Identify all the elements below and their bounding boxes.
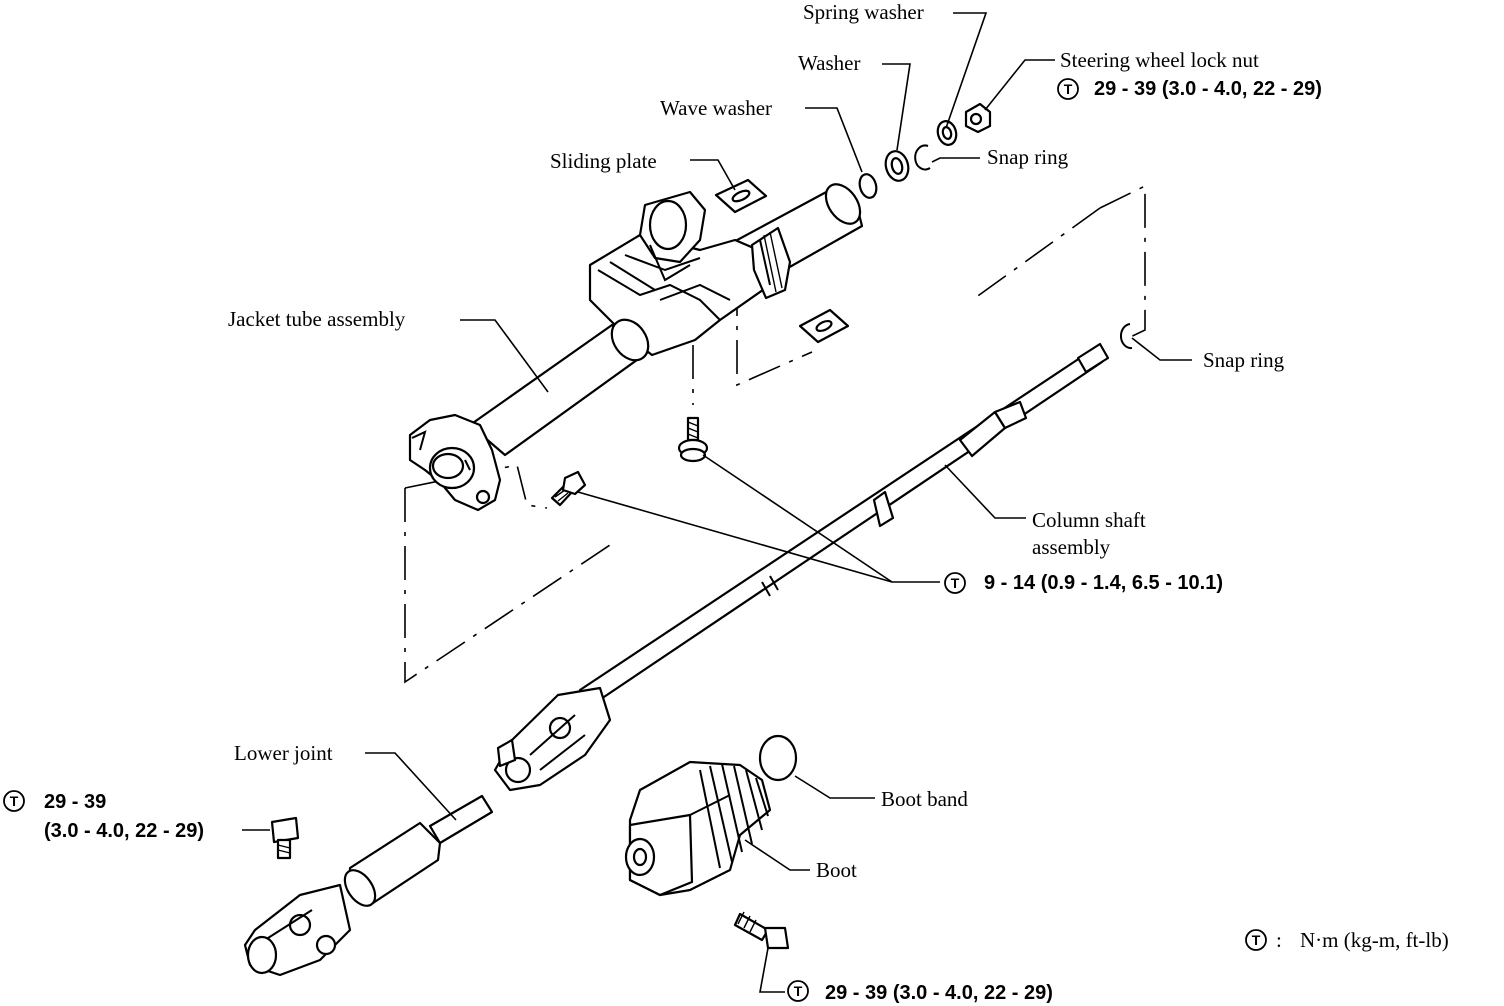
- torque-jacket-bolts: 9 - 14 (0.9 - 1.4, 6.5 - 10.1): [984, 572, 1223, 594]
- wave-washer-part: [858, 173, 878, 199]
- torque-symbol-lock-nut: T: [1057, 78, 1079, 100]
- boot-band-part: [758, 734, 798, 782]
- torque-symbol-jacket-bolts: T: [944, 572, 966, 594]
- svg-text:T: T: [1252, 932, 1261, 948]
- torque-lock-nut: 29 - 39 (3.0 - 4.0, 22 - 29): [1094, 78, 1322, 100]
- jacket-bolt-upper: [677, 416, 709, 463]
- legend-torque-symbol: T: [1245, 929, 1267, 951]
- snap-ring-right-part: [1120, 323, 1133, 350]
- torque-lower-joint-line1: 29 - 39: [44, 791, 106, 813]
- torque-symbol-bottom-bolt: T: [787, 980, 809, 1002]
- legend-separator: :: [1276, 928, 1282, 952]
- svg-text:T: T: [794, 983, 803, 999]
- torque-bottom-bolt: 29 - 39 (3.0 - 4.0, 22 - 29): [825, 982, 1053, 1004]
- washer-part: [884, 150, 910, 182]
- lock-nut-part: [964, 102, 992, 134]
- label-wave-washer: Wave washer: [660, 96, 772, 120]
- torque-symbol-lower-joint: T: [3, 790, 25, 812]
- column-shaft-assembly-part: [493, 342, 1110, 792]
- label-snap-ring-right: Snap ring: [1203, 348, 1285, 372]
- torque-lower-joint-line2: (3.0 - 4.0, 22 - 29): [44, 820, 204, 842]
- svg-text:T: T: [951, 575, 960, 591]
- alignment-lines: [404, 184, 1146, 684]
- bottom-bolt: [733, 911, 790, 950]
- label-boot-band: Boot band: [881, 787, 968, 811]
- lower-joint-part: [243, 794, 494, 977]
- label-column-shaft-line1: Column shaft: [1032, 508, 1146, 532]
- sliding-plate-bottom: [798, 308, 850, 344]
- label-column-shaft-line2: assembly: [1032, 535, 1111, 559]
- jacket-tube-assembly-part: [408, 183, 864, 512]
- label-jacket-tube-assembly: Jacket tube assembly: [228, 307, 406, 331]
- boot-part: [624, 760, 772, 897]
- svg-text:T: T: [10, 793, 19, 809]
- label-sliding-plate: Sliding plate: [550, 149, 657, 173]
- snap-ring-top-part: [914, 144, 931, 171]
- label-snap-ring-top: Snap ring: [987, 145, 1069, 169]
- label-washer: Washer: [798, 51, 860, 75]
- label-boot: Boot: [816, 858, 857, 882]
- legend-units: N·m (kg-m, ft-lb): [1300, 928, 1449, 952]
- label-steering-wheel-lock-nut: Steering wheel lock nut: [1060, 48, 1259, 72]
- sliding-plate-top: [714, 178, 768, 214]
- lower-joint-bolt: [270, 816, 300, 860]
- svg-text:T: T: [1064, 81, 1073, 97]
- label-lower-joint: Lower joint: [234, 741, 333, 765]
- label-spring-washer: Spring washer: [803, 0, 924, 24]
- leader-lines: [242, 12, 1192, 993]
- jacket-bolt-lower: [550, 470, 587, 507]
